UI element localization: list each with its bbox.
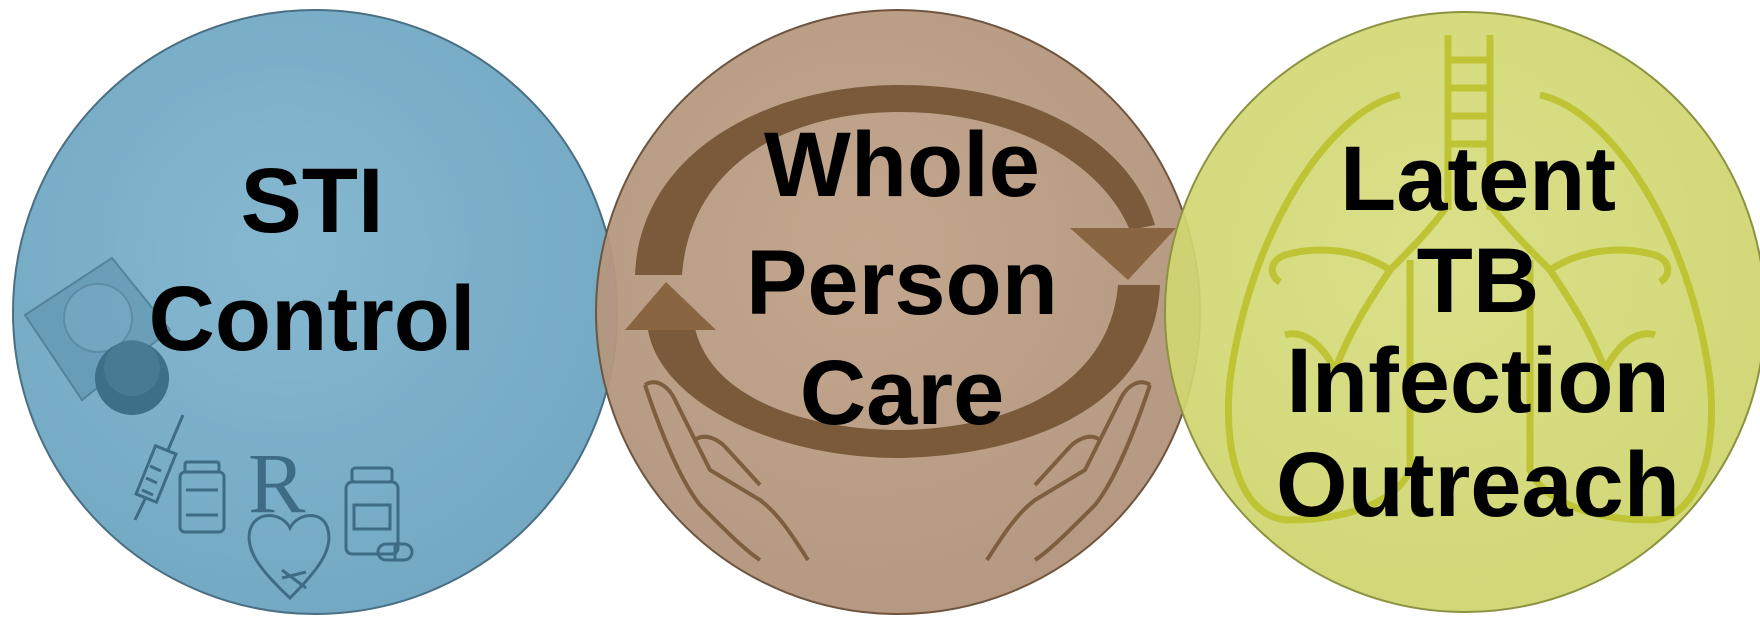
care-label-line-3: Care xyxy=(800,342,1005,444)
care-label-line-2: Person xyxy=(746,232,1058,334)
care-label-line-1: Whole xyxy=(764,114,1040,216)
tb-label-line-1: Latent xyxy=(1340,128,1616,230)
tb-label-line-4: Outreach xyxy=(1276,434,1680,536)
tb-label-line-3: Infection xyxy=(1286,330,1669,432)
tb-label-line-2: TB xyxy=(1417,230,1540,332)
sti-control-circle: R STI Control xyxy=(13,10,617,614)
sti-label-line-2: Control xyxy=(148,268,475,370)
whole-person-care-circle: Whole Person Care xyxy=(596,10,1200,614)
sti-label-line-1: STI xyxy=(240,150,383,252)
latent-tb-circle: Latent TB Infection Outreach xyxy=(1165,12,1760,612)
